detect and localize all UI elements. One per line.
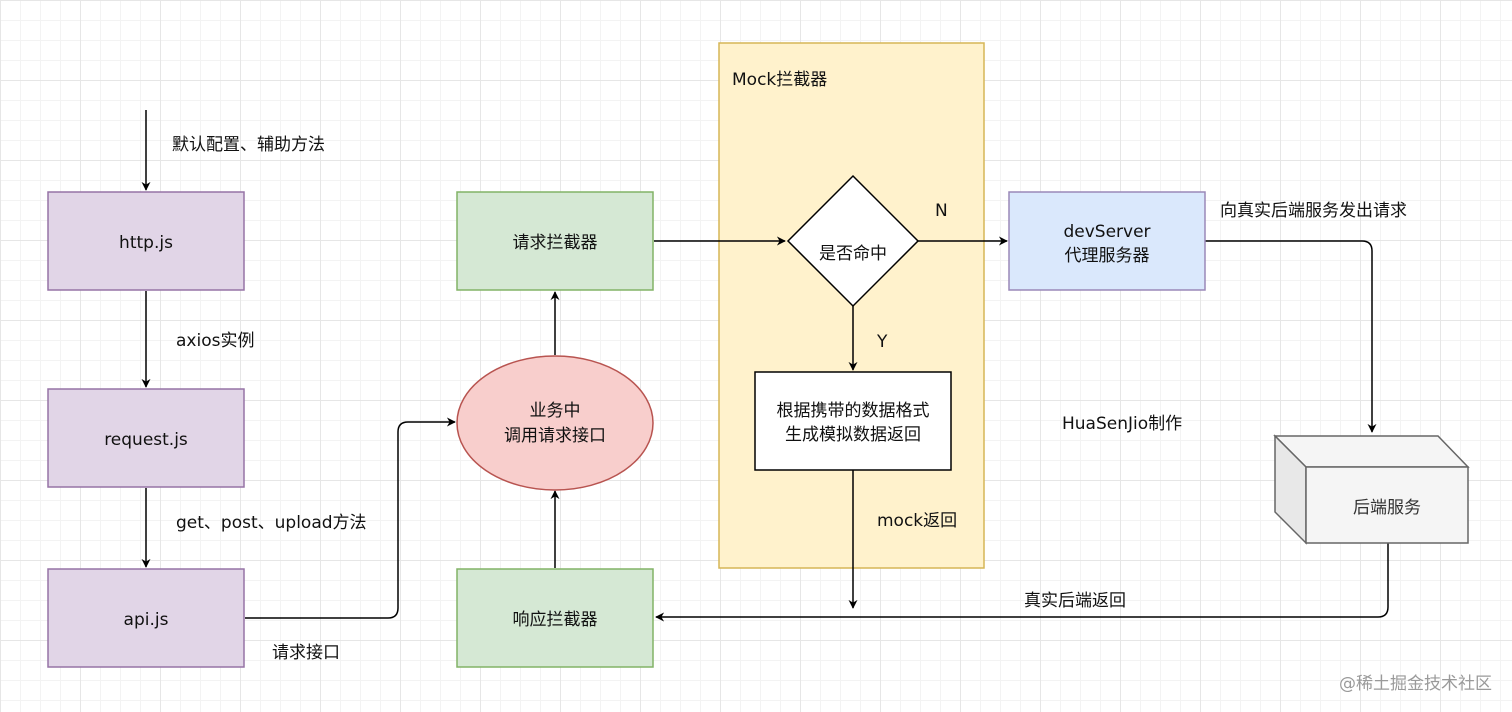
author-credit: HuaSenJio制作: [1062, 414, 1182, 434]
node-decision-hit-label: 是否命中: [819, 244, 887, 264]
node-mock-generate-line1: 根据携带的数据格式: [777, 401, 930, 421]
node-request-js[interactable]: [47, 388, 245, 488]
node-api-js[interactable]: [47, 568, 245, 668]
node-request-interceptor[interactable]: [456, 191, 654, 291]
label-real-return: 真实后端返回: [1024, 591, 1126, 611]
label-methods: get、post、upload方法: [176, 513, 367, 533]
cube-top-face: [1273, 435, 1470, 468]
edge-devserver-to-backend: [1205, 240, 1377, 433]
node-devserver-proxy[interactable]: [1008, 191, 1206, 291]
label-mock-return: mock返回: [877, 511, 957, 531]
node-business-call-line1: 业务中: [530, 401, 581, 421]
node-devserver-proxy-line1: devServer: [1063, 222, 1150, 242]
label-axios-instance: axios实例: [176, 331, 254, 351]
node-backend-service-label: 后端服务: [1353, 498, 1421, 518]
mock-interceptor-title: Mock拦截器: [732, 70, 827, 90]
label-default-config: 默认配置、辅助方法: [172, 135, 325, 155]
label-no: N: [935, 201, 948, 221]
node-response-interceptor-label: 响应拦截器: [513, 610, 598, 630]
edges: [141, 110, 1389, 622]
label-request-api: 请求接口: [272, 643, 340, 663]
node-devserver-proxy-line2: 代理服务器: [1065, 246, 1150, 266]
node-http-js[interactable]: [47, 191, 245, 291]
node-api-js-label: api.js: [124, 610, 169, 630]
node-business-call-line2: 调用请求接口: [504, 426, 606, 446]
watermark: @稀土掘金技术社区: [1339, 674, 1492, 694]
node-decision-hit[interactable]: [786, 174, 920, 308]
node-business-call[interactable]: [456, 355, 654, 491]
node-backend-service[interactable]: [1273, 434, 1470, 545]
edge-backend-to-response: [655, 543, 1389, 622]
cube-front-face: [1305, 466, 1469, 544]
edge-api-to-business: [245, 417, 456, 619]
label-yes: Y: [876, 332, 888, 352]
node-mock-generate-line2: 生成模拟数据返回: [785, 425, 921, 445]
label-to-backend: 向真实后端服务发出请求: [1220, 201, 1407, 221]
node-request-interceptor-label: 请求拦截器: [513, 233, 598, 253]
node-request-js-label: request.js: [104, 430, 188, 450]
node-mock-generate[interactable]: [754, 371, 952, 471]
node-http-js-label: http.js: [119, 233, 173, 253]
node-response-interceptor[interactable]: [456, 568, 654, 668]
